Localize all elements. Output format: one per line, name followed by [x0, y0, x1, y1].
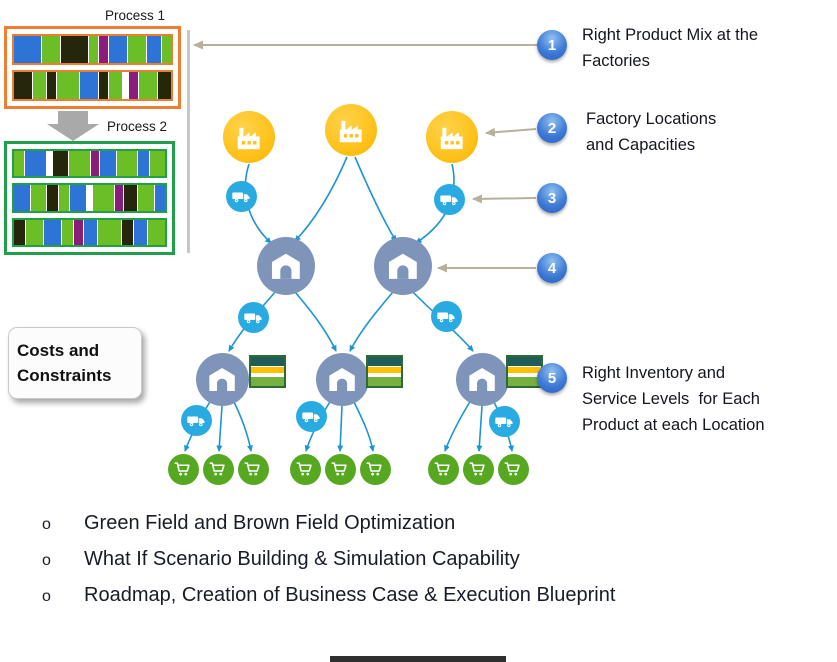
callout-1-label: Right Product Mix at the Factories — [582, 26, 759, 70]
factory-icon — [426, 111, 478, 163]
bullet-text: What If Scenario Building & Simulation C… — [84, 548, 520, 570]
truck-icon — [488, 405, 520, 437]
costs-line2: Constraints — [17, 366, 112, 385]
bottom-edge-bar — [330, 656, 506, 662]
shopping-cart-icon — [462, 453, 494, 485]
truck-icon — [237, 301, 269, 333]
costs-constraints-box: Costs and Constraints — [8, 327, 142, 399]
shopping-cart-icon — [497, 453, 529, 485]
warehouse-icon — [315, 352, 369, 406]
schedule-bar — [12, 149, 167, 179]
callout-5: 5 — [537, 363, 567, 393]
callout-4: 4 — [537, 253, 567, 283]
callout-5-label: Right Inventory and Service Levels for E… — [582, 364, 765, 434]
list-item: o Roadmap, Creation of Business Case & E… — [30, 584, 615, 607]
shopping-cart-icon — [237, 453, 269, 485]
shopping-cart-icon — [324, 453, 356, 485]
warehouse-icon — [455, 352, 509, 406]
shopping-cart-icon — [167, 453, 199, 485]
shopping-cart-icon — [289, 453, 321, 485]
schedule-bar — [12, 217, 167, 247]
process2-box — [4, 141, 175, 255]
list-item: o Green Field and Brown Field Optimizati… — [30, 512, 615, 535]
shopping-cart-icon — [359, 453, 391, 485]
process2-label: Process 2 — [107, 119, 168, 134]
warehouse-icon — [257, 237, 315, 295]
shopping-cart-icon — [427, 453, 459, 485]
bullet-text: Roadmap, Creation of Business Case & Exe… — [84, 584, 616, 606]
factory-icon — [223, 111, 275, 163]
schedule-bar — [12, 183, 167, 213]
list-item: o What If Scenario Building & Simulation… — [30, 548, 615, 571]
warehouse-icon — [374, 237, 432, 295]
costs-line1: Costs and — [17, 341, 100, 360]
down-arrow-head — [47, 124, 99, 141]
truck-icon — [180, 404, 212, 436]
bullet-marker: o — [42, 588, 51, 605]
process1-box — [4, 26, 181, 109]
inventory-mini-chart — [366, 355, 403, 388]
summary-bullet-list: o Green Field and Brown Field Optimizati… — [30, 512, 615, 620]
schedule-bar — [12, 34, 173, 65]
truck-icon — [433, 183, 465, 215]
down-arrow — [58, 111, 88, 124]
callout-2: 2 — [537, 113, 567, 143]
shopping-cart-icon — [202, 453, 234, 485]
inventory-mini-chart — [506, 355, 543, 388]
truck-icon — [295, 400, 327, 432]
bullet-text: Green Field and Brown Field Optimization — [84, 512, 456, 534]
bracket-line — [187, 30, 190, 253]
process1-label: Process 1 — [105, 8, 166, 23]
factory-icon — [325, 104, 377, 156]
callout-1: 1 — [537, 30, 567, 60]
truck-icon — [430, 300, 462, 332]
warehouse-icon — [195, 352, 249, 406]
callout-2-label: Factory Locations and Capacities — [586, 110, 717, 154]
schedule-bar — [12, 70, 173, 101]
bullet-marker: o — [42, 552, 51, 569]
inventory-mini-chart — [249, 355, 286, 388]
bullet-marker: o — [42, 516, 51, 533]
callout-3: 3 — [537, 183, 567, 213]
truck-icon — [225, 180, 257, 212]
